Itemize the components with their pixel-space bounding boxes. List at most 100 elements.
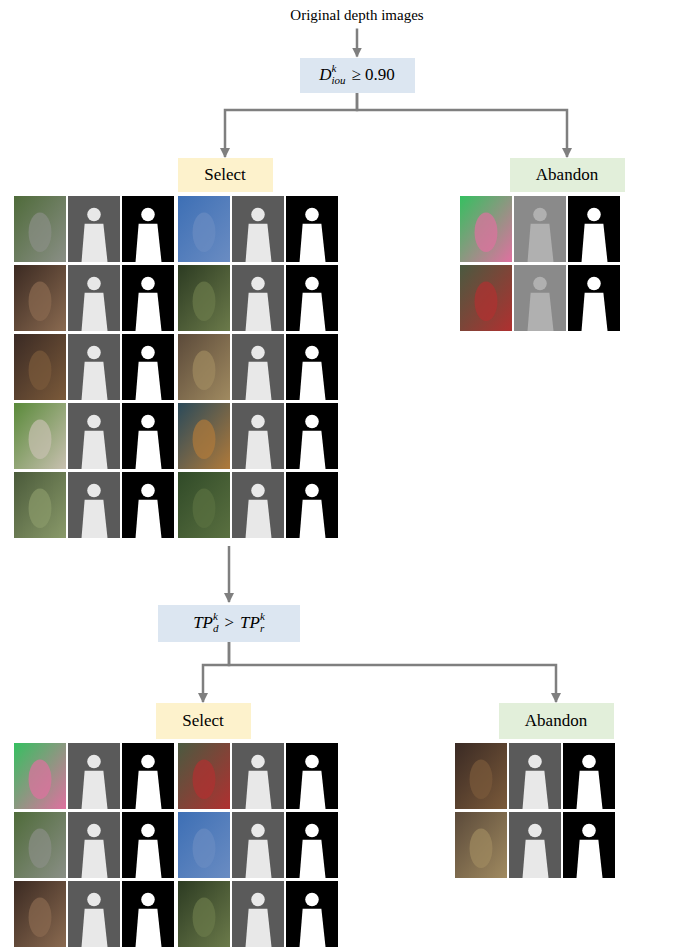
silhouette-head bbox=[141, 277, 155, 291]
silhouette-head bbox=[305, 484, 319, 498]
silhouette-body bbox=[136, 293, 162, 331]
silhouette-head bbox=[528, 824, 542, 838]
depth-map bbox=[68, 881, 120, 947]
silhouette-head bbox=[251, 755, 265, 769]
image-triple bbox=[455, 743, 615, 809]
silhouette-body bbox=[523, 840, 549, 878]
flow-arrow bbox=[356, 29, 359, 57]
photo-subject bbox=[193, 760, 216, 800]
silhouette-head bbox=[305, 415, 319, 429]
text-group: TP bbox=[193, 613, 213, 633]
flow-arrow bbox=[357, 93, 567, 158]
ground-truth-mask bbox=[568, 196, 620, 262]
silhouette-body bbox=[246, 840, 272, 878]
silhouette-body bbox=[246, 362, 272, 400]
node-text: D bbox=[319, 65, 331, 85]
node-text: Select bbox=[204, 165, 246, 185]
script-stack: rk bbox=[260, 611, 265, 634]
node-text: Abandon bbox=[536, 165, 598, 185]
silhouette-head bbox=[141, 208, 155, 222]
rgb-photo bbox=[178, 403, 230, 469]
silhouette-head bbox=[305, 893, 319, 907]
ground-truth-mask bbox=[122, 403, 174, 469]
depth-map bbox=[68, 403, 120, 469]
silhouette-head bbox=[141, 893, 155, 907]
silhouette-head bbox=[533, 277, 547, 291]
rgb-photo bbox=[14, 403, 66, 469]
ground-truth-mask bbox=[286, 472, 338, 538]
subscript: iou bbox=[331, 75, 345, 87]
rgb-photo bbox=[178, 265, 230, 331]
rgb-photo bbox=[455, 743, 507, 809]
ground-truth-mask bbox=[286, 196, 338, 262]
photo-subject bbox=[470, 760, 493, 800]
image-triple bbox=[178, 472, 338, 538]
silhouette-head bbox=[587, 277, 601, 291]
ground-truth-mask bbox=[286, 334, 338, 400]
photo-subject bbox=[29, 351, 52, 391]
image-triple bbox=[178, 812, 338, 878]
image-triple bbox=[14, 403, 174, 469]
node-text: Abandon bbox=[525, 711, 587, 731]
photo-subject bbox=[29, 420, 52, 460]
photo-subject bbox=[193, 213, 216, 253]
criterion-box: TPdk>TPrk bbox=[158, 605, 300, 642]
silhouette-body bbox=[300, 771, 326, 809]
ground-truth-mask bbox=[286, 812, 338, 878]
silhouette-body bbox=[82, 909, 108, 947]
image-triple bbox=[14, 196, 174, 262]
silhouette-head bbox=[582, 824, 596, 838]
silhouette-head bbox=[251, 208, 265, 222]
ground-truth-mask bbox=[122, 265, 174, 331]
text-group: TP bbox=[240, 613, 260, 633]
photo-subject bbox=[475, 213, 498, 253]
depth-map bbox=[509, 812, 561, 878]
superscript: k bbox=[331, 63, 336, 75]
outcome-box: Abandon bbox=[499, 703, 614, 739]
text-group: Select bbox=[182, 711, 224, 731]
rgb-photo bbox=[14, 196, 66, 262]
silhouette-body bbox=[300, 362, 326, 400]
rgb-photo bbox=[14, 743, 66, 809]
ground-truth-mask bbox=[122, 334, 174, 400]
silhouette-body bbox=[136, 771, 162, 809]
silhouette-body bbox=[136, 840, 162, 878]
silhouette-head bbox=[533, 208, 547, 222]
text-group: > bbox=[225, 613, 235, 633]
silhouette-head bbox=[87, 893, 101, 907]
photo-subject bbox=[193, 829, 216, 869]
flow-arrow bbox=[203, 642, 229, 703]
script-stack: dk bbox=[213, 611, 219, 634]
ground-truth-mask bbox=[286, 403, 338, 469]
silhouette-head bbox=[251, 277, 265, 291]
ground-truth-mask bbox=[563, 743, 615, 809]
silhouette-body bbox=[136, 909, 162, 947]
image-triple bbox=[14, 472, 174, 538]
silhouette-body bbox=[82, 500, 108, 538]
photo-subject bbox=[193, 420, 216, 460]
depth-map bbox=[68, 743, 120, 809]
silhouette-body bbox=[82, 293, 108, 331]
silhouette-body bbox=[300, 500, 326, 538]
image-triple bbox=[455, 812, 615, 878]
rgb-photo bbox=[14, 472, 66, 538]
silhouette-body bbox=[136, 224, 162, 262]
criterion-box: Diouk≥ 0.90 bbox=[300, 58, 415, 93]
image-triple bbox=[178, 743, 338, 809]
text-group: Abandon bbox=[536, 165, 598, 185]
silhouette-head bbox=[305, 755, 319, 769]
silhouette-head bbox=[87, 346, 101, 360]
silhouette-body bbox=[300, 840, 326, 878]
silhouette-head bbox=[528, 755, 542, 769]
silhouette-head bbox=[87, 415, 101, 429]
silhouette-body bbox=[82, 431, 108, 469]
flow-arrow bbox=[228, 546, 231, 602]
image-triple bbox=[14, 881, 174, 947]
silhouette-body bbox=[300, 293, 326, 331]
silhouette-head bbox=[87, 208, 101, 222]
ground-truth-mask bbox=[563, 812, 615, 878]
outcome-box: Select bbox=[156, 703, 251, 739]
text-group: Original depth images bbox=[290, 7, 423, 24]
image-triple bbox=[14, 265, 174, 331]
